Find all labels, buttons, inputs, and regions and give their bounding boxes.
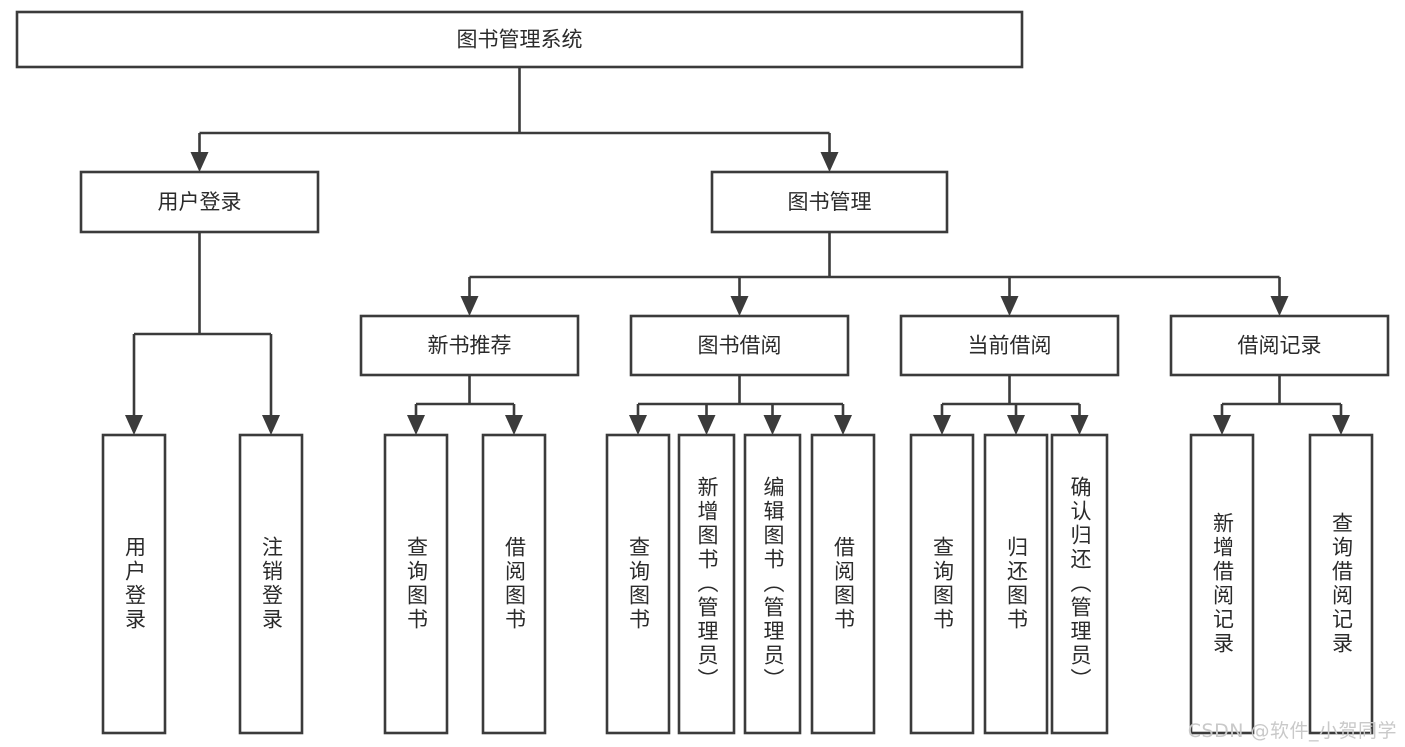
node-leaf-6[interactable] bbox=[743, 433, 802, 735]
arrow-head-icon bbox=[505, 415, 523, 435]
arrow-head-icon bbox=[407, 415, 425, 435]
arrow-head-icon bbox=[834, 415, 852, 435]
connector-lines-group bbox=[125, 67, 1350, 435]
node-leaf-11[interactable] bbox=[1189, 433, 1255, 735]
arrow-head-icon bbox=[730, 296, 749, 316]
csdn-watermark: CSDN @软件_小贺同学 bbox=[1187, 720, 1397, 742]
node-leaf-1[interactable] bbox=[238, 433, 304, 735]
arrow-head-icon bbox=[125, 415, 143, 435]
node-leaf-0[interactable] bbox=[101, 433, 167, 735]
node-root-system[interactable] bbox=[15, 10, 1024, 69]
node-leaf-9[interactable] bbox=[983, 433, 1049, 735]
node-level2-0-label: 用户登录 bbox=[158, 190, 242, 214]
node-level2-1-label: 图书管理 bbox=[788, 190, 872, 214]
node-leaf-10[interactable] bbox=[1050, 433, 1109, 735]
node-level2-0[interactable] bbox=[79, 170, 320, 234]
arrow-head-icon bbox=[190, 152, 209, 172]
node-root-system-label: 图书管理系统 bbox=[457, 28, 583, 52]
node-level3-2-label: 当前借阅 bbox=[968, 334, 1052, 358]
node-level2-1[interactable] bbox=[710, 170, 949, 234]
node-level3-1[interactable] bbox=[629, 314, 850, 377]
node-level3-2[interactable] bbox=[899, 314, 1120, 377]
node-leaf-12[interactable] bbox=[1308, 433, 1374, 735]
arrow-head-icon bbox=[460, 296, 479, 316]
arrow-head-icon bbox=[1270, 296, 1289, 316]
node-leaf-7[interactable] bbox=[810, 433, 876, 735]
node-level3-3-label: 借阅记录 bbox=[1238, 334, 1322, 358]
node-boxes-group bbox=[15, 10, 1390, 735]
node-leaf-4[interactable] bbox=[605, 433, 671, 735]
node-leaf-8[interactable] bbox=[909, 433, 975, 735]
node-level3-1-label: 图书借阅 bbox=[698, 334, 782, 358]
node-leaf-5[interactable] bbox=[677, 433, 736, 735]
arrow-head-icon bbox=[1070, 415, 1089, 435]
arrow-head-icon bbox=[1000, 296, 1019, 316]
arrow-head-icon bbox=[1213, 415, 1231, 435]
arrow-head-icon bbox=[262, 415, 280, 435]
node-leaf-2[interactable] bbox=[383, 433, 449, 735]
arrow-head-icon bbox=[1332, 415, 1350, 435]
node-level3-0[interactable] bbox=[359, 314, 580, 377]
arrow-head-icon bbox=[933, 415, 951, 435]
node-leaf-3[interactable] bbox=[481, 433, 547, 735]
arrow-head-icon bbox=[820, 152, 839, 172]
arrow-head-icon bbox=[629, 415, 647, 435]
arrow-head-icon bbox=[1007, 415, 1025, 435]
node-level3-0-label: 新书推荐 bbox=[428, 334, 512, 358]
node-level3-3[interactable] bbox=[1169, 314, 1390, 377]
arrow-head-icon bbox=[697, 415, 716, 435]
arrow-head-icon bbox=[763, 415, 782, 435]
